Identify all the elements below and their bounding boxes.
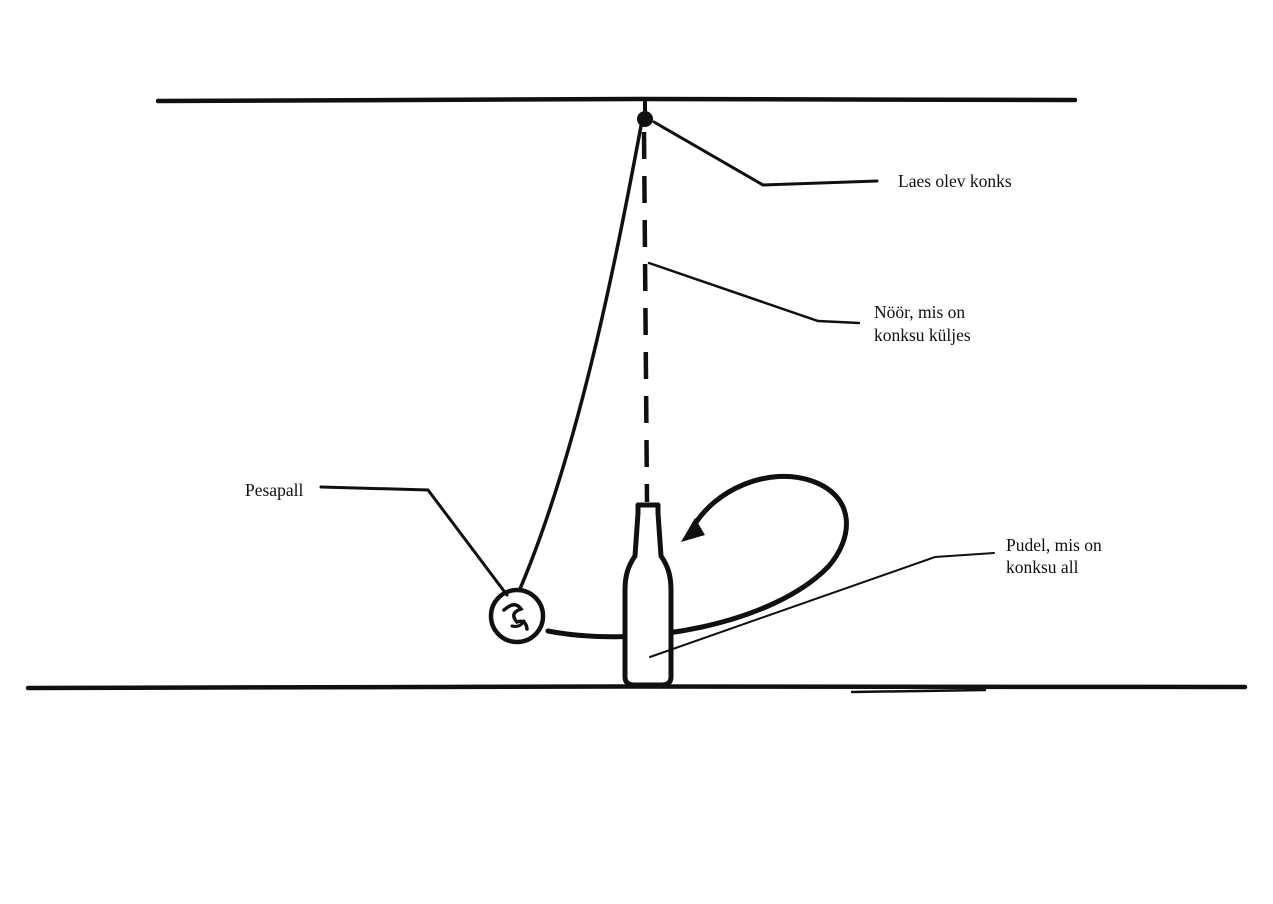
string-label-line1: Nöör, mis on xyxy=(874,302,965,322)
hook-leader-line xyxy=(652,120,879,187)
bottle xyxy=(622,502,674,688)
bottle-leader-line xyxy=(649,552,995,658)
string-line xyxy=(515,124,643,598)
baseball xyxy=(488,587,546,645)
baseball-seam-scribble-2 xyxy=(510,619,526,628)
rope-dashed-line xyxy=(641,131,650,503)
bottle-label-line1: Pudel, mis on xyxy=(1006,535,1102,555)
ceiling-line xyxy=(155,96,1078,104)
hook-dot xyxy=(637,111,653,127)
ball-leader-line xyxy=(319,485,509,597)
floor-line xyxy=(25,684,1248,691)
string-leader-line xyxy=(647,261,861,325)
ball-label: Pesapall xyxy=(245,480,303,500)
hook-label: Laes olev konks xyxy=(898,171,1012,191)
string-label-line2: konksu küljes xyxy=(874,325,971,345)
floor-line-overstroke xyxy=(850,688,987,694)
swing-arrow-arc xyxy=(545,473,849,640)
swing-arrowhead-icon xyxy=(681,518,705,542)
bottle-label-line2: konksu all xyxy=(1006,557,1079,577)
